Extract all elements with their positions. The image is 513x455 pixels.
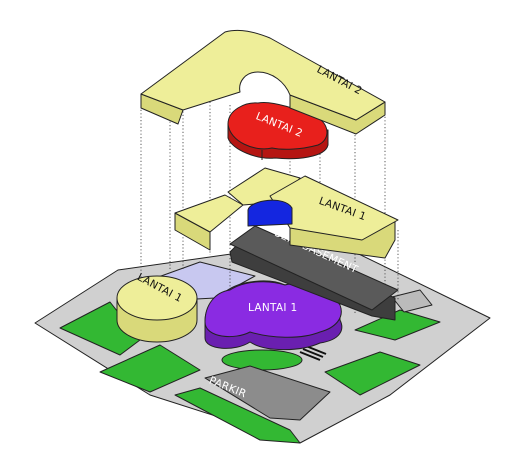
lantai-1-purple-block: LANTAI 1 [204,280,343,351]
green-oval [221,349,303,371]
lantai-1-upper-slab: LANTAI 1 [174,167,399,259]
green-strip-south [174,387,301,444]
blue-core [247,199,293,227]
green-area-southwest [99,344,201,393]
ramp [391,289,433,313]
stairs [299,345,327,361]
green-area-southeast [324,351,421,396]
lantai-1-purple-label: LANTAI 1 [248,302,297,314]
parking-area [204,365,331,421]
lantai-2-red-block: LANTAI 2 [227,101,329,160]
lantai-1-cylinder: LANTAI 1 [116,271,198,343]
